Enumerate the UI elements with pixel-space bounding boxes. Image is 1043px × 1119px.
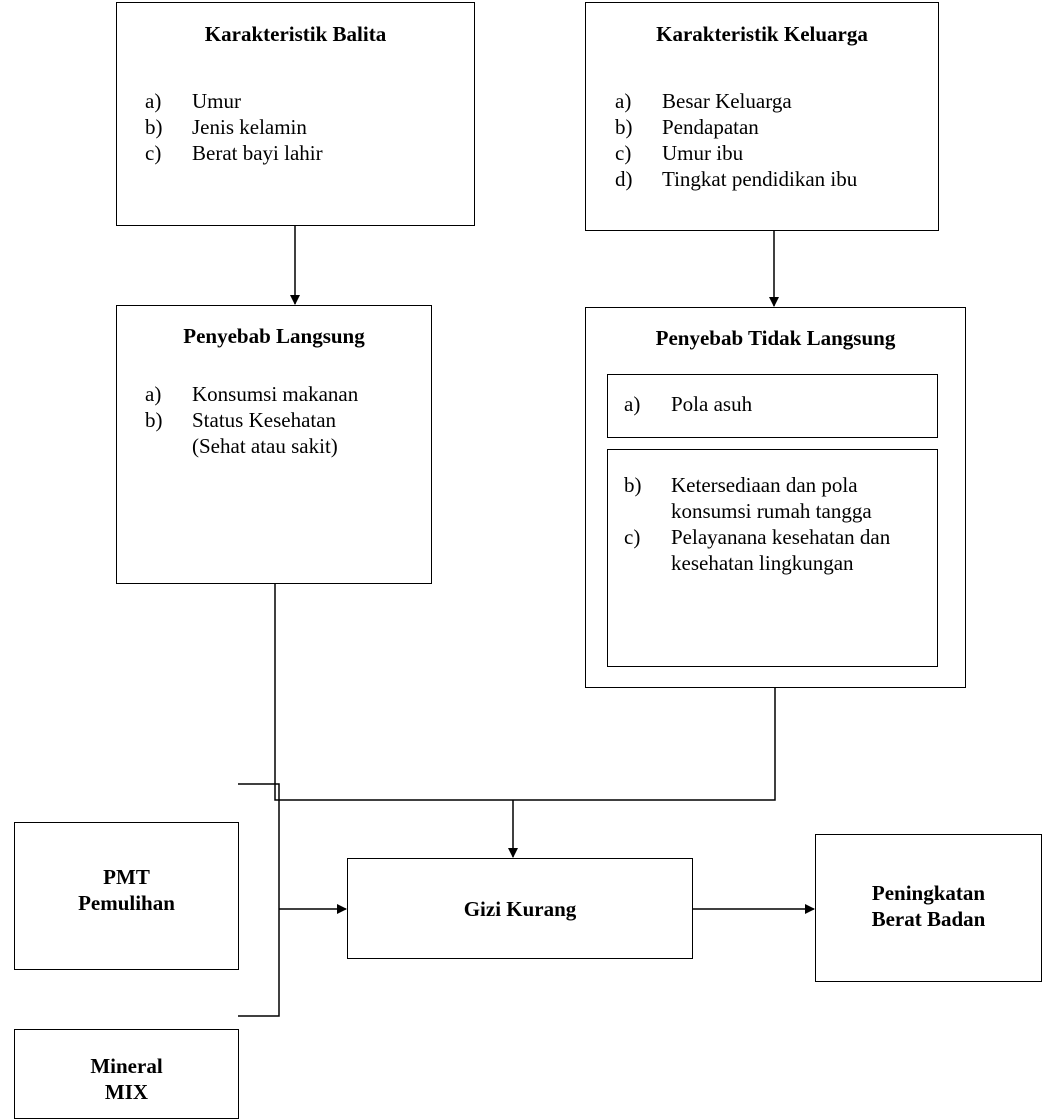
list-item: b)Pendapatan: [615, 115, 759, 139]
penyebab-tidak-langsung-title: Penyebab Tidak Langsung: [655, 326, 896, 350]
list-item: a)Umur: [145, 89, 241, 113]
gizi-kurang-label: Gizi Kurang: [463, 897, 577, 921]
list-item: c)Umur ibu: [615, 141, 744, 165]
mineral-mix-label: Mineral MIX: [90, 1054, 163, 1104]
list-item: b)Jenis kelamin: [145, 115, 307, 139]
list-item: d)Tingkat pendidikan ibu: [615, 167, 858, 191]
penyebab-langsung-box: Penyebab Langsung a)Konsumsi makanan b)S…: [116, 305, 432, 584]
karakteristik-keluarga-box: Karakteristik Keluarga a)Besar Keluarga …: [585, 2, 939, 231]
mineral-mix-box: Mineral MIX: [14, 1029, 239, 1119]
list-item: a)Pola asuh: [624, 392, 753, 416]
bracket-pmt-mineral: [238, 783, 280, 1017]
list-item: c)Pelayanana kesehatan dan kesehatan lin…: [624, 525, 891, 575]
penyebab-langsung-list: a)Konsumsi makanan b)Status Kesehatan (S…: [145, 381, 410, 459]
ketersediaan-pelayanan-list: b)Ketersediaan dan pola konsumsi rumah t…: [624, 472, 929, 576]
list-item: b)Status Kesehatan (Sehat atau sakit): [145, 408, 338, 458]
pola-asuh-list: a)Pola asuh: [624, 391, 924, 417]
karakteristik-keluarga-title: Karakteristik Keluarga: [656, 22, 868, 46]
pmt-pemulihan-label: PMT Pemulihan: [78, 865, 175, 915]
karakteristik-balita-title: Karakteristik Balita: [204, 22, 387, 46]
karakteristik-balita-box: Karakteristik Balita a)Umur b)Jenis kela…: [116, 2, 475, 226]
list-item: b)Ketersediaan dan pola konsumsi rumah t…: [624, 473, 872, 523]
peningkatan-berat-badan-label: Peningkatan Berat Badan: [871, 881, 986, 931]
karakteristik-keluarga-list: a)Besar Keluarga b)Pendapatan c)Umur ibu…: [615, 88, 935, 192]
ketersediaan-pelayanan-subbox: b)Ketersediaan dan pola konsumsi rumah t…: [607, 449, 938, 667]
karakteristik-balita-list: a)Umur b)Jenis kelamin c)Berat bayi lahi…: [145, 88, 465, 166]
penyebab-tidak-langsung-box: Penyebab Tidak Langsung a)Pola asuh b)Ke…: [585, 307, 966, 688]
gizi-kurang-box: Gizi Kurang: [347, 858, 693, 959]
list-item: c)Berat bayi lahir: [145, 141, 323, 165]
peningkatan-berat-badan-box: Peningkatan Berat Badan: [815, 834, 1042, 982]
penyebab-langsung-title: Penyebab Langsung: [183, 324, 365, 348]
list-item: a)Besar Keluarga: [615, 89, 792, 113]
pola-asuh-subbox: a)Pola asuh: [607, 374, 938, 438]
list-item: a)Konsumsi makanan: [145, 382, 359, 406]
merge-line: [274, 583, 776, 801]
pmt-pemulihan-box: PMT Pemulihan: [14, 822, 239, 970]
